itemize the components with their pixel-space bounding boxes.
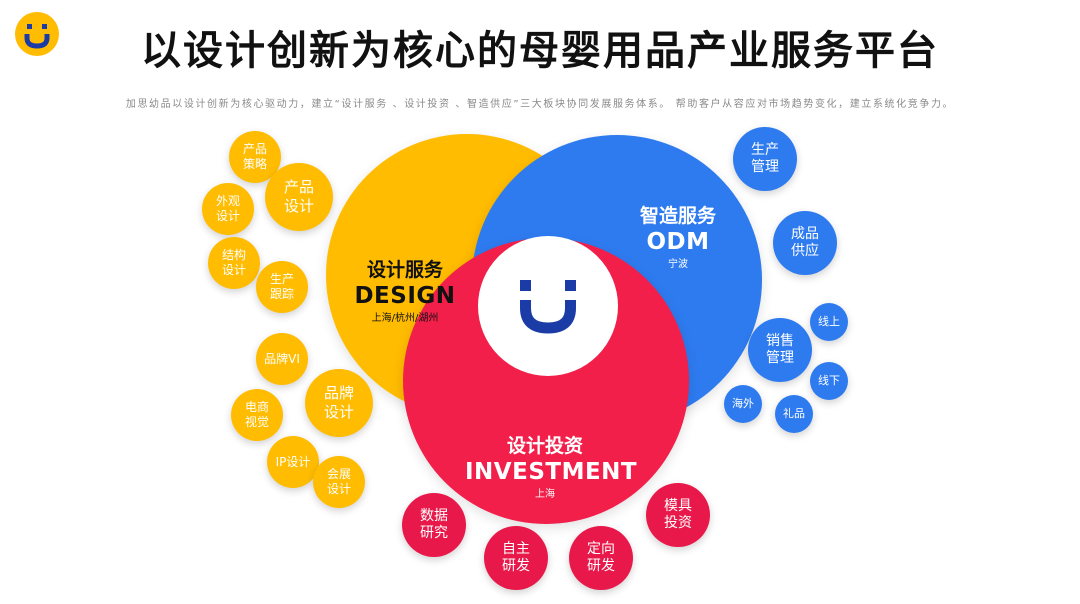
blue-item: 线上 (810, 303, 848, 341)
investment-en: INVESTMENT (465, 458, 638, 485)
odm-label: 智造服务 ODM 宁波 (618, 205, 738, 271)
page-title: 以设计创新为核心的母婴用品产业服务平台 (141, 28, 939, 74)
odm-location: 宁波 (668, 259, 688, 271)
yellow-item: 品牌设计 (305, 369, 373, 437)
yellow-item: 产品设计 (265, 163, 333, 231)
blue-item: 成品供应 (773, 211, 837, 275)
page-subtitle: 加思幼品以设计创新为核心驱动力，建立“设计服务 、设计投资 、智造供应”三大板块… (125, 99, 955, 110)
blue-item: 礼品 (775, 395, 813, 433)
yellow-item: IP设计 (267, 436, 319, 488)
red-item: 定向研发 (569, 526, 633, 590)
yellow-item: 电商视觉 (231, 389, 283, 441)
yellow-item: 结构设计 (208, 237, 260, 289)
blue-item: 销售管理 (748, 318, 812, 382)
red-item: 自主研发 (484, 526, 548, 590)
design-cn: 设计服务 (366, 259, 443, 281)
blue-item: 生产管理 (733, 127, 797, 191)
design-en: DESIGN (354, 282, 456, 309)
odm-en: ODM (646, 228, 710, 255)
red-item: 数据研究 (402, 493, 466, 557)
blue-item: 线下 (810, 362, 848, 400)
brand-logo (15, 12, 59, 56)
design-label: 设计服务 DESIGN 上海/杭州/湖州 (345, 259, 465, 325)
blue-item: 海外 (724, 385, 762, 423)
design-location: 上海/杭州/湖州 (371, 313, 439, 325)
investment-label: 设计投资 INVESTMENT 上海 (465, 435, 638, 501)
investment-location: 上海 (535, 489, 555, 501)
yellow-item: 外观设计 (202, 183, 254, 235)
yellow-item: 生产跟踪 (256, 261, 308, 313)
center-logo (478, 236, 618, 376)
red-item: 模具投资 (646, 483, 710, 547)
yellow-item: 会展设计 (313, 456, 365, 508)
odm-cn: 智造服务 (639, 205, 716, 227)
yellow-item: 产品策略 (229, 131, 281, 183)
investment-cn: 设计投资 (506, 435, 583, 457)
yellow-item: 品牌VI (256, 333, 308, 385)
